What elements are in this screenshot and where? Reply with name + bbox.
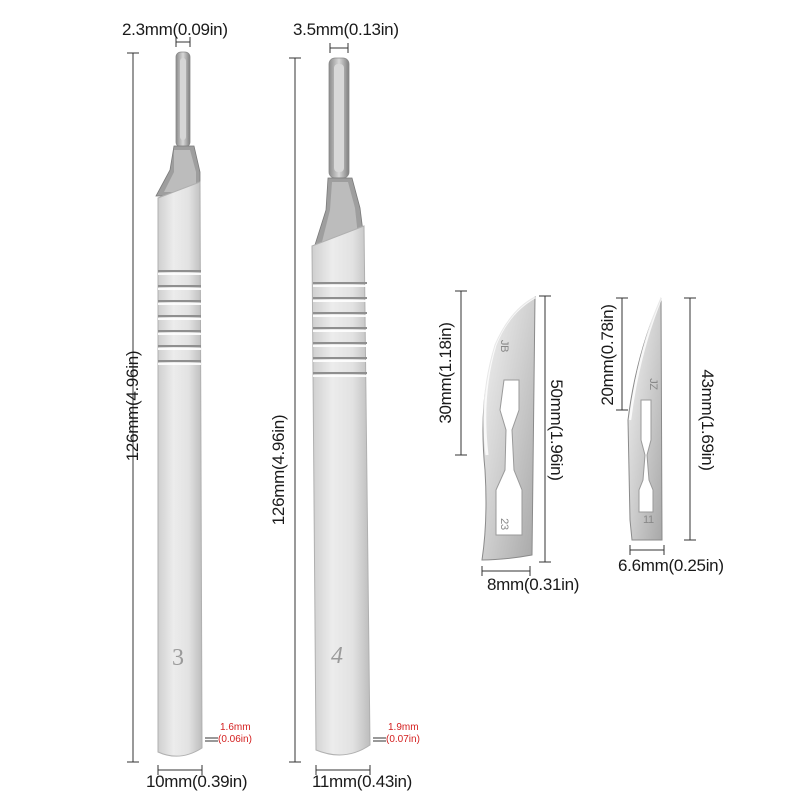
- handle-3-length-label: 126mm(4.96in): [123, 350, 142, 462]
- blade-11-brand: JZ: [646, 378, 659, 390]
- blade-23-edge-length-label: 30mm(1.18in): [436, 322, 455, 424]
- blade-11-number: 11: [643, 514, 654, 526]
- handle-3-bottom-width-label: 10mm(0.39in): [146, 772, 248, 791]
- blade-11-edge-length-label: 20mm(0.78in): [598, 304, 617, 406]
- blade-23-total-length-label: 50mm(1.96in): [547, 379, 566, 481]
- handle-3-tip-width-label: 2.3mm(0.09in): [122, 20, 228, 39]
- blade-23-width-label: 8mm(0.31in): [487, 575, 580, 594]
- handle-4-number: 4: [331, 643, 343, 669]
- handle-4-thickness-mm: 1.9mm: [388, 722, 419, 733]
- blade-11-width-label: 6.6mm(0.25in): [618, 556, 724, 575]
- handle-3-thickness-in: (0.06in): [218, 734, 252, 745]
- blade-23-number: 23: [497, 518, 510, 530]
- blade-11-total-length-label: 43mm(1.69in): [698, 369, 717, 471]
- blade-23-brand: JB: [498, 339, 511, 353]
- handle-4-thickness-in: (0.07in): [386, 734, 420, 745]
- dimension-lines: [127, 37, 696, 775]
- handle-4-bottom-width-label: 11mm(0.43in): [312, 772, 413, 791]
- handle-4-length-label: 126mm(4.96in): [269, 414, 288, 526]
- blade-23: [481, 295, 536, 561]
- scalpel-handle-4: [311, 57, 371, 756]
- scalpel-handle-3: [155, 51, 203, 757]
- blade-11: [627, 297, 663, 541]
- handle-3-number: 3: [172, 645, 184, 671]
- handle-4-tip-width-label: 3.5mm(0.13in): [293, 20, 399, 39]
- handle-3-thickness-mm: 1.6mm: [220, 722, 251, 733]
